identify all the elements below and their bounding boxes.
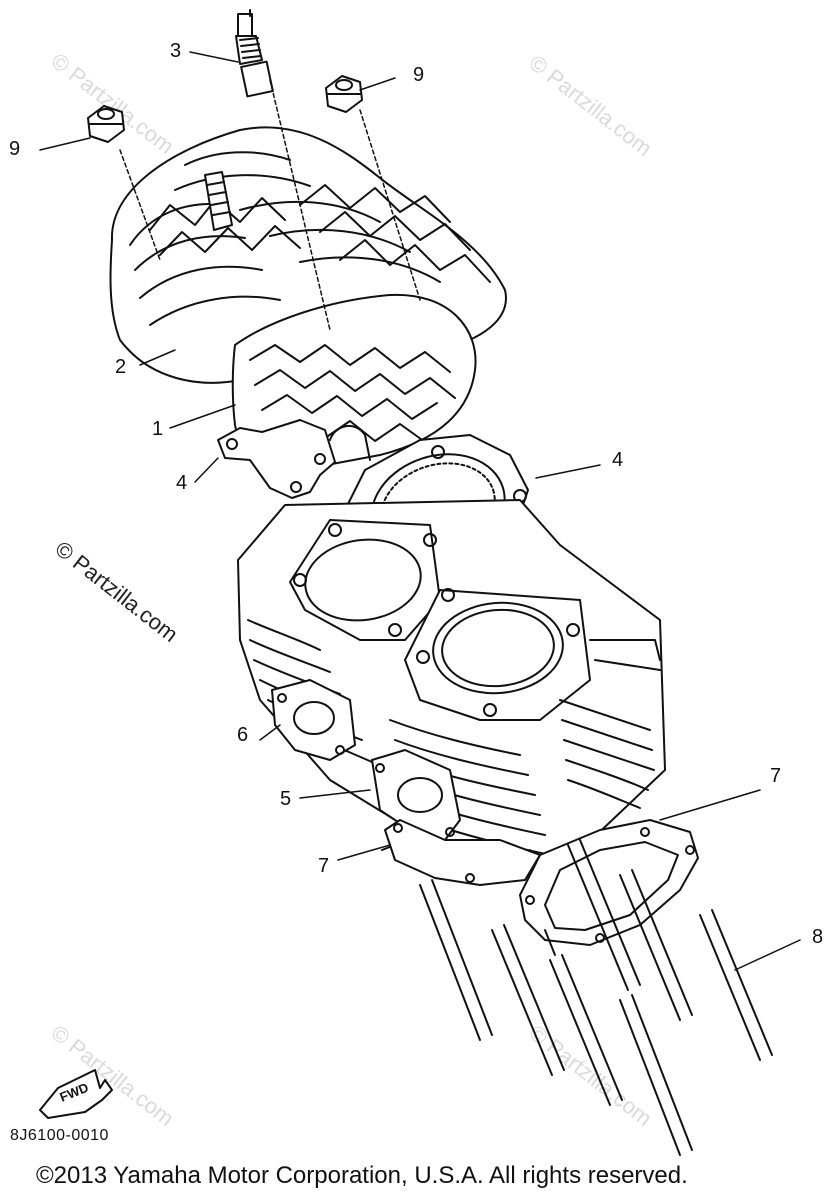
diagram-code: 8J6100-0010: [10, 1127, 109, 1144]
callout-9: 9: [413, 64, 425, 86]
intake-port-6: [271, 679, 356, 761]
base-gasket-right: [519, 819, 699, 946]
leader-lines: [39, 51, 801, 971]
stud-bolts: [419, 839, 773, 1156]
fwd-arrow-icon: FWD: [39, 1069, 113, 1119]
intake-port-5: [371, 749, 461, 841]
callout-4: 4: [612, 449, 624, 471]
copyright-notice: ©2013 Yamaha Motor Corporation, U.S.A. A…: [36, 1162, 688, 1189]
callout-9: 9: [9, 138, 21, 160]
callout-5: 5: [280, 788, 292, 810]
cylinder-block: [237, 499, 666, 871]
callout-8: 8: [812, 926, 824, 948]
callout-6: 6: [237, 724, 249, 746]
nut-right: [325, 75, 363, 113]
callout-7: 7: [770, 765, 782, 787]
spark-plug-installed: [204, 171, 233, 231]
callout-2: 2: [115, 356, 127, 378]
head-gasket-left: [217, 419, 336, 499]
callout-7: 7: [318, 855, 330, 877]
spark-plug-top: [235, 9, 274, 98]
callout-3: 3: [170, 40, 182, 62]
base-gasket-left: [384, 819, 541, 886]
callout-4: 4: [176, 472, 188, 494]
nut-left: [87, 105, 125, 143]
callout-1: 1: [152, 418, 164, 440]
